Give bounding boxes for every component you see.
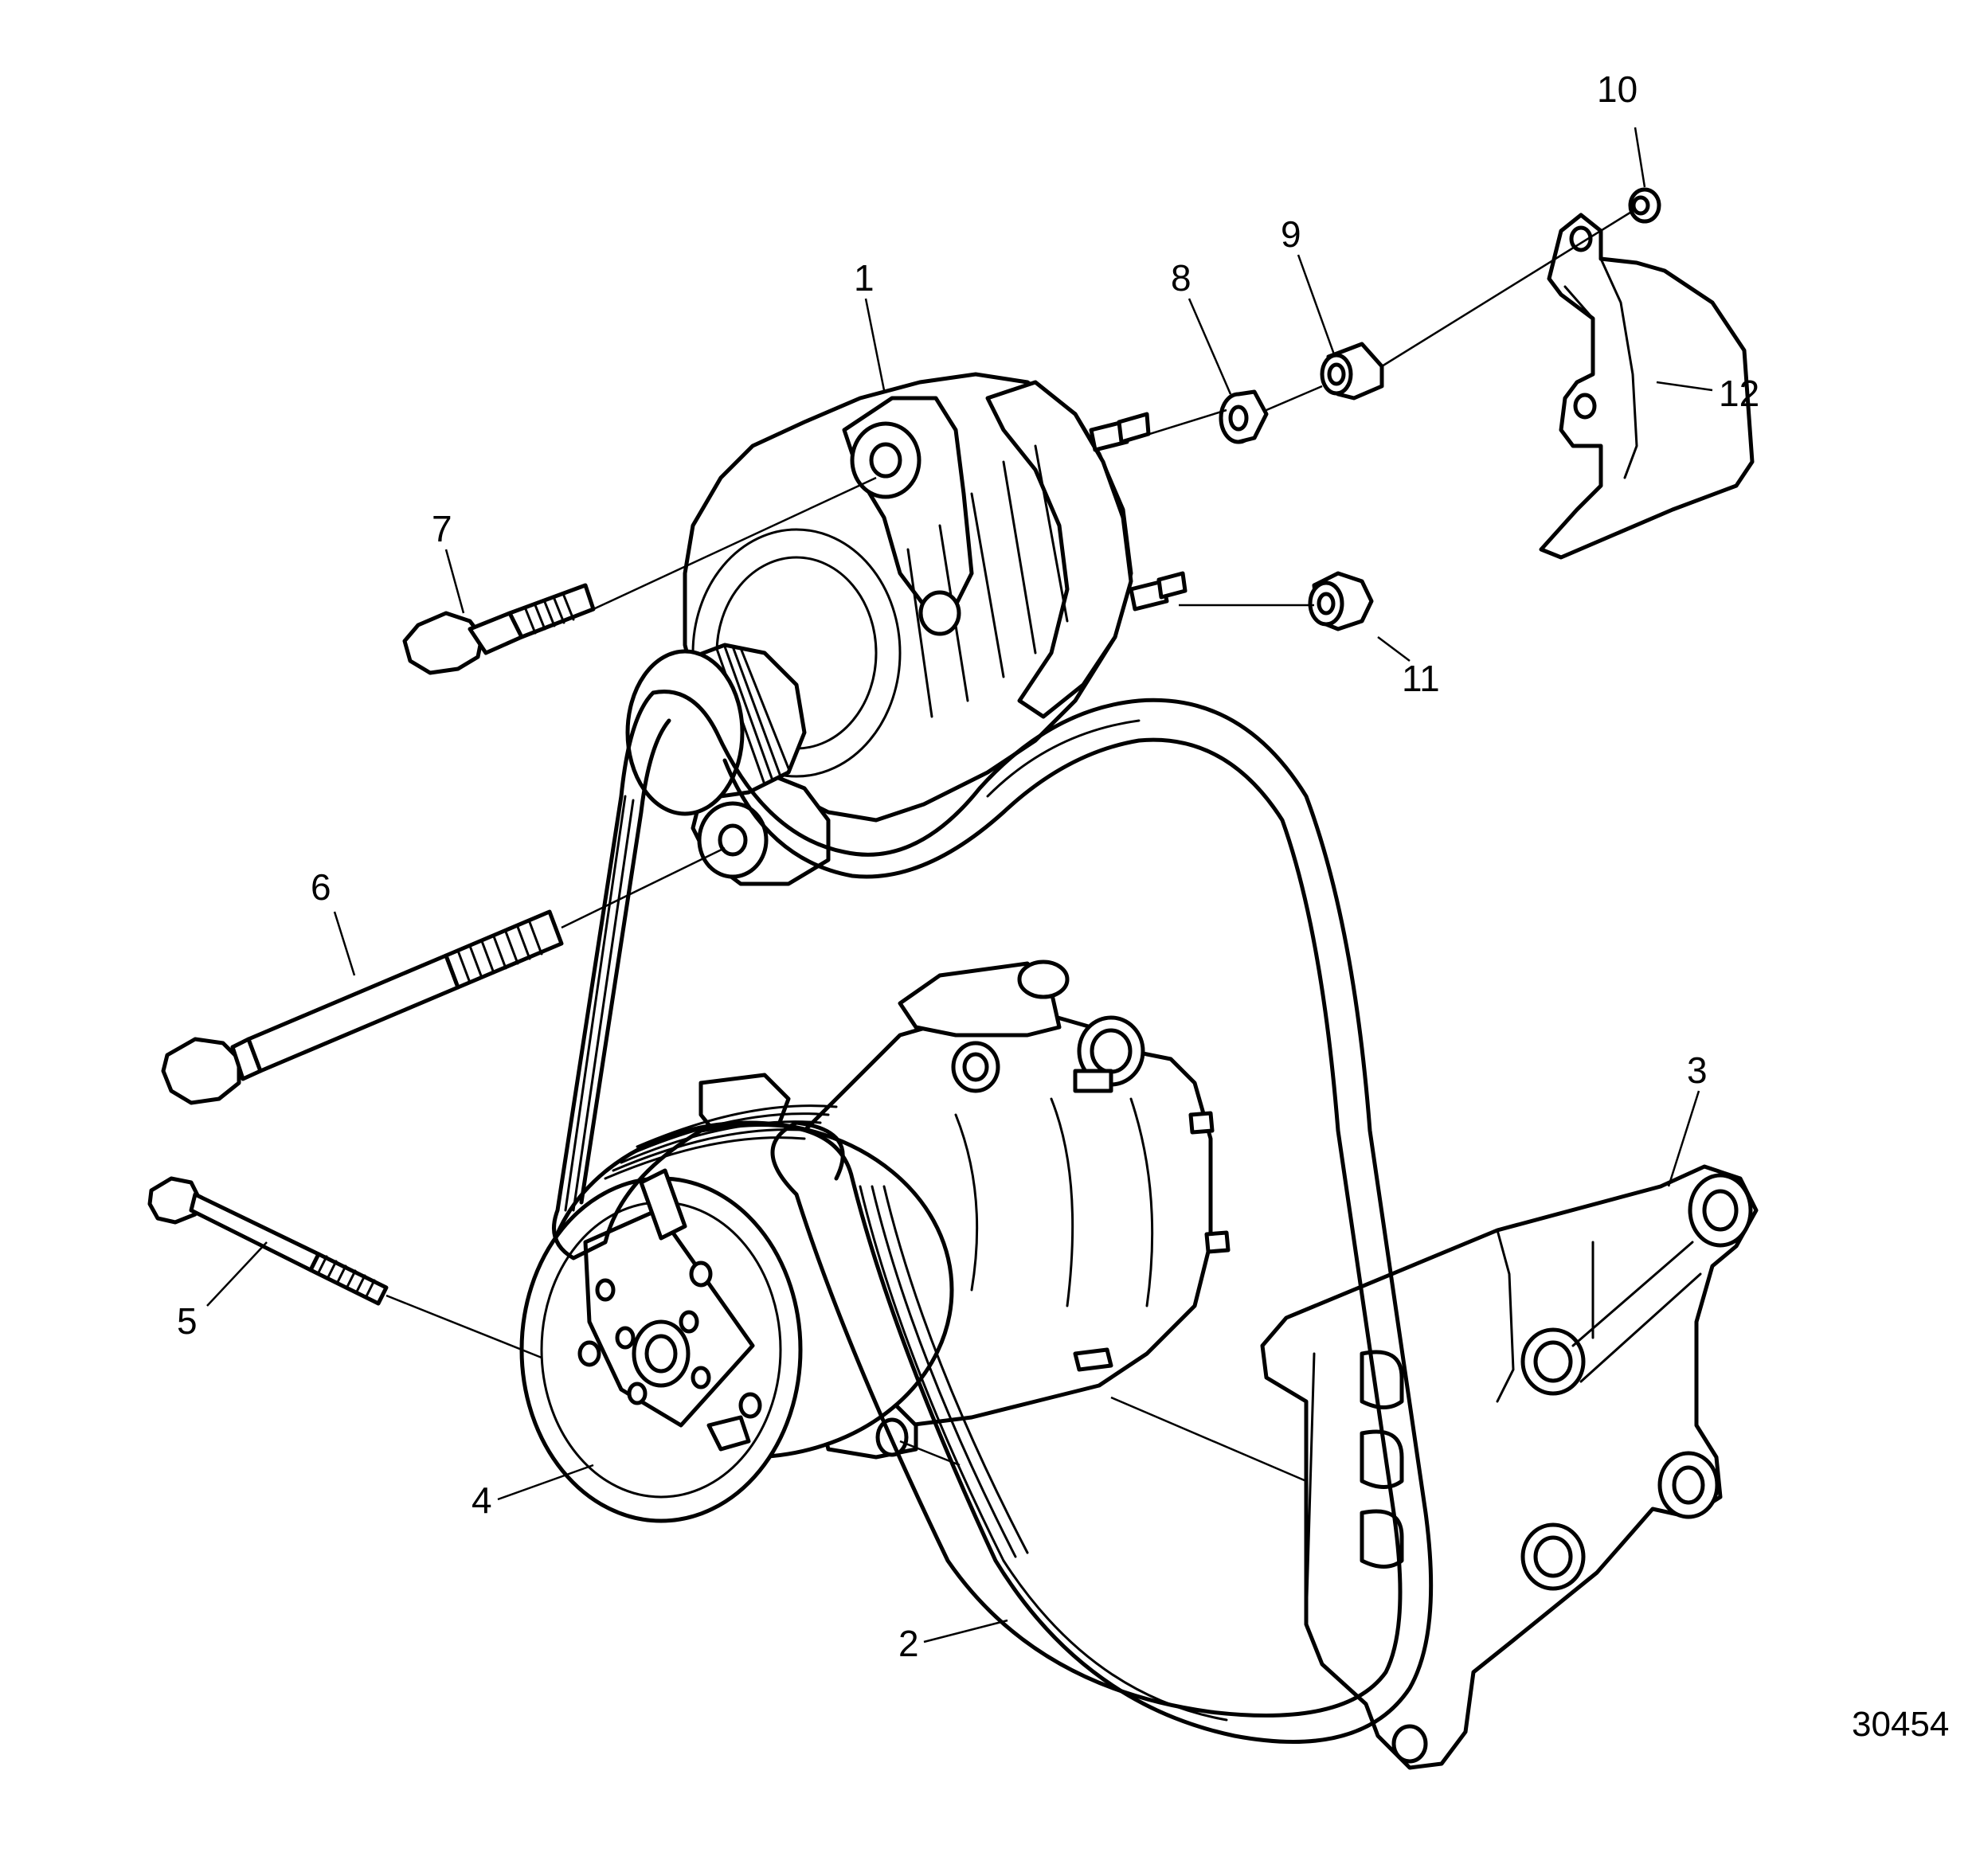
callout-12: 12	[1719, 373, 1759, 414]
bolt-5	[147, 1176, 389, 1306]
callout-numbers: 1 2 3 4 5 6 7 8 9 10 11 12	[177, 68, 1759, 1664]
callout-7: 7	[432, 508, 452, 549]
mounting-bracket	[1260, 1164, 1759, 1770]
drive-belt	[552, 690, 1434, 1744]
washer-8	[1219, 389, 1269, 444]
callout-9: 9	[1281, 213, 1301, 255]
assembly-lines	[385, 209, 1634, 1483]
callout-1: 1	[854, 257, 875, 299]
nut-10	[1628, 187, 1661, 224]
figure-number: 30454	[1852, 1705, 1949, 1744]
heat-shield-bracket	[1539, 213, 1755, 560]
callout-8: 8	[1171, 257, 1191, 299]
nut-11	[1308, 571, 1374, 631]
callout-6: 6	[311, 866, 331, 908]
callout-10: 10	[1597, 68, 1638, 110]
bolt-6	[161, 909, 564, 1105]
callout-2: 2	[898, 1623, 919, 1664]
bolt-7	[402, 583, 596, 675]
callout-11: 11	[1402, 658, 1440, 699]
callout-leaders	[206, 127, 1713, 1643]
callout-5: 5	[177, 1300, 198, 1342]
spacer-9	[1320, 342, 1384, 401]
callout-4: 4	[472, 1479, 492, 1521]
alternator	[625, 372, 1188, 886]
ac-compressor	[519, 959, 1231, 1523]
callout-3: 3	[1687, 1049, 1708, 1091]
